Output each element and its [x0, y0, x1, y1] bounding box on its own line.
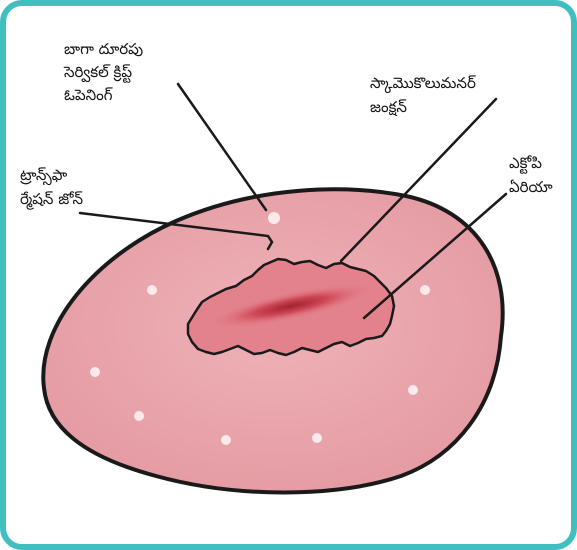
gland-dot [268, 212, 280, 224]
label-os-line1: బాగా దూరపు [64, 40, 143, 58]
gland-dot [221, 435, 231, 445]
label-ec-line1: ఎక్టోపి [509, 154, 542, 174]
label-ec-line2: ఏరియా [509, 178, 553, 196]
gland-dot [408, 385, 418, 395]
label-tz-line2: ర్మేషన్ జోన్ [20, 190, 83, 210]
label-tz-line1: ట్రాన్స్‌ఫా [20, 166, 68, 186]
label-sq-line2: జంక్షన్ [370, 98, 407, 116]
gland-dot [147, 285, 157, 295]
gland-dot [90, 367, 100, 377]
gland-dot [312, 433, 322, 443]
gland-dot [134, 411, 144, 421]
label-os-line3: ఓపెనింగ్ [64, 86, 113, 104]
label-sq-line1: స్కామొకొలుమనర్ [370, 74, 476, 94]
leader-line-os [178, 84, 266, 210]
cervix-diagram: బాగా దూరపు సెర్వికల్ క్రిప్ట్ ఓపెనింగ్ స… [6, 6, 577, 550]
label-os-line2: సెర్వికల్ క్రిప్ట్ [63, 63, 132, 83]
gland-dot [420, 285, 430, 295]
